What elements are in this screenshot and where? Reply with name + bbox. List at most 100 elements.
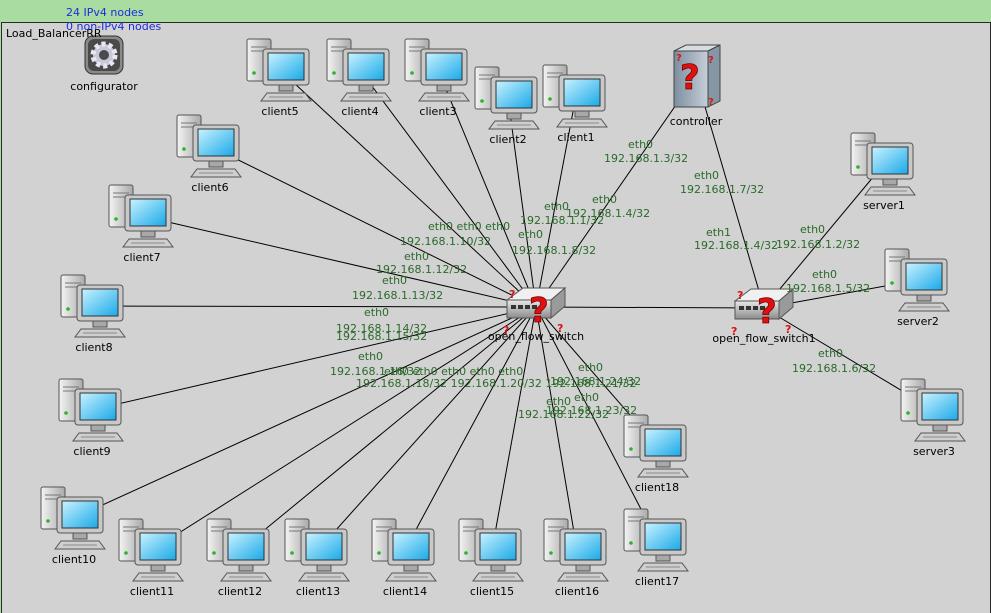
node-client7[interactable]: client7 [108,184,174,264]
link-client8-switch0[interactable] [93,305,537,308]
node-server3[interactable]: server3 [900,378,966,458]
interface-address-label: eth0 [518,228,543,241]
gear-icon [85,36,123,74]
link-client3-switch0[interactable] [437,69,537,308]
node-client4[interactable]: client4 [326,38,392,118]
link-client13-switch0[interactable] [317,306,537,551]
interface-address-label: 192.168.1.4/32 [694,239,778,252]
unknown-device-icon [673,44,721,109]
node-label-client15: client15 [470,585,514,598]
link-client14-switch0[interactable] [404,306,537,551]
node-label-client5: client5 [261,105,298,118]
node-label-configurator: configurator [70,80,138,93]
link-client11-switch0[interactable] [151,306,537,551]
interface-address-label: eth1 [706,226,731,239]
computer-icon [40,486,106,550]
node-client16[interactable]: client16 [543,518,609,598]
node-configurator[interactable]: configurator [70,36,138,93]
node-label-client7: client7 [123,251,160,264]
node-client2[interactable]: client2 [474,66,540,146]
computer-icon [458,518,524,582]
computer-icon [371,518,437,582]
computer-icon [118,518,184,582]
node-client15[interactable]: client15 [458,518,524,598]
link-switch0-switch1[interactable] [535,306,765,309]
interface-address-label: eth0 [800,223,825,236]
ipv4-node-count: 24 IPv4 nodes [66,6,144,19]
non-ipv4-node-count: 0 non-IPv4 nodes [66,20,162,33]
node-label-client18: client18 [635,481,679,494]
node-label-controller: controller [670,115,723,128]
node-label-client17: client17 [635,575,679,588]
link-client6-switch0[interactable] [209,145,537,308]
node-label-client16: client16 [555,585,599,598]
node-label-client11: client11 [130,585,174,598]
interface-address-label: 192.168.1.22/32 [518,408,609,421]
link-server1-switch1[interactable] [763,163,885,309]
node-label-client8: client8 [75,341,112,354]
interface-address-label: 192.168.1.6/32 [792,362,876,375]
link-client16-switch0[interactable] [535,306,578,551]
node-label-client13: client13 [296,585,340,598]
node-client13[interactable]: client13 [284,518,350,598]
link-client10-switch0[interactable] [73,306,537,519]
node-client3[interactable]: client3 [404,38,470,118]
interface-address-label: 192.168.1.24/32 [550,375,641,388]
interface-address-label: 192.168.1.18/32 192.168.1.20/32 192.168.… [356,377,637,390]
network-stats: 24 IPv4 nodes 0 non-IPv4 nodes [66,6,161,34]
node-switch1[interactable]: open_flow_switch1 [712,288,816,345]
node-client6[interactable]: client6 [176,114,242,194]
node-server1[interactable]: server1 [850,132,916,212]
node-client18[interactable]: client18 [623,414,689,494]
node-label-server3: server3 [913,445,955,458]
node-server2[interactable]: server2 [884,248,950,328]
node-label-switch1: open_flow_switch1 [712,332,815,345]
link-client9-switch0[interactable] [91,306,537,411]
interface-address-label: 192.168.1.12/32 [376,263,467,276]
interface-address-label: 192.168.1.4/32 [566,207,650,220]
link-client4-switch0[interactable] [359,69,537,308]
computer-icon [543,518,609,582]
link-client2-switch0[interactable] [507,97,537,308]
computer-icon [60,274,126,338]
interface-address-label: eth0 [592,193,617,206]
node-controller[interactable]: controller [670,44,723,128]
node-label-client10: client10 [52,553,96,566]
node-client14[interactable]: client14 [371,518,437,598]
computer-icon [623,414,689,478]
computer-icon [58,378,124,442]
computer-icon [404,38,470,102]
node-client9[interactable]: client9 [58,378,124,458]
node-label-client14: client14 [383,585,427,598]
link-client17-switch0[interactable] [535,306,658,541]
interface-address-label: eth0 [404,250,429,263]
computer-icon [246,38,312,102]
node-client12[interactable]: client12 [206,518,272,598]
interface-address-label: eth0 [544,200,569,213]
node-switch0[interactable]: open_flow_switch [488,287,584,343]
interface-address-label: eth0 [818,347,843,360]
interface-address-label: eth0 [546,395,571,408]
computer-icon [850,132,916,196]
node-client5[interactable]: client5 [246,38,312,118]
link-controller-switch0[interactable] [535,75,697,308]
node-client17[interactable]: client17 [623,508,689,588]
link-client1-switch0[interactable] [535,95,577,308]
link-controller-switch1[interactable] [695,75,765,309]
interface-address-label: eth0 [812,268,837,281]
interface-address-label: 192.168.1.15/32 [336,330,427,343]
link-client5-switch0[interactable] [279,69,537,308]
link-client12-switch0[interactable] [239,306,537,551]
node-client11[interactable]: client11 [118,518,184,598]
node-client8[interactable]: client8 [60,274,126,354]
link-client15-switch0[interactable] [491,306,537,551]
title-bar [0,0,991,22]
link-client7-switch0[interactable] [141,215,537,308]
interface-address-label: eth0 [364,306,389,319]
node-client10[interactable]: client10 [40,486,106,566]
node-client1[interactable]: client1 [542,64,608,144]
network-title: Load_BalancerRR [6,27,102,40]
node-label-server1: server1 [863,199,905,212]
